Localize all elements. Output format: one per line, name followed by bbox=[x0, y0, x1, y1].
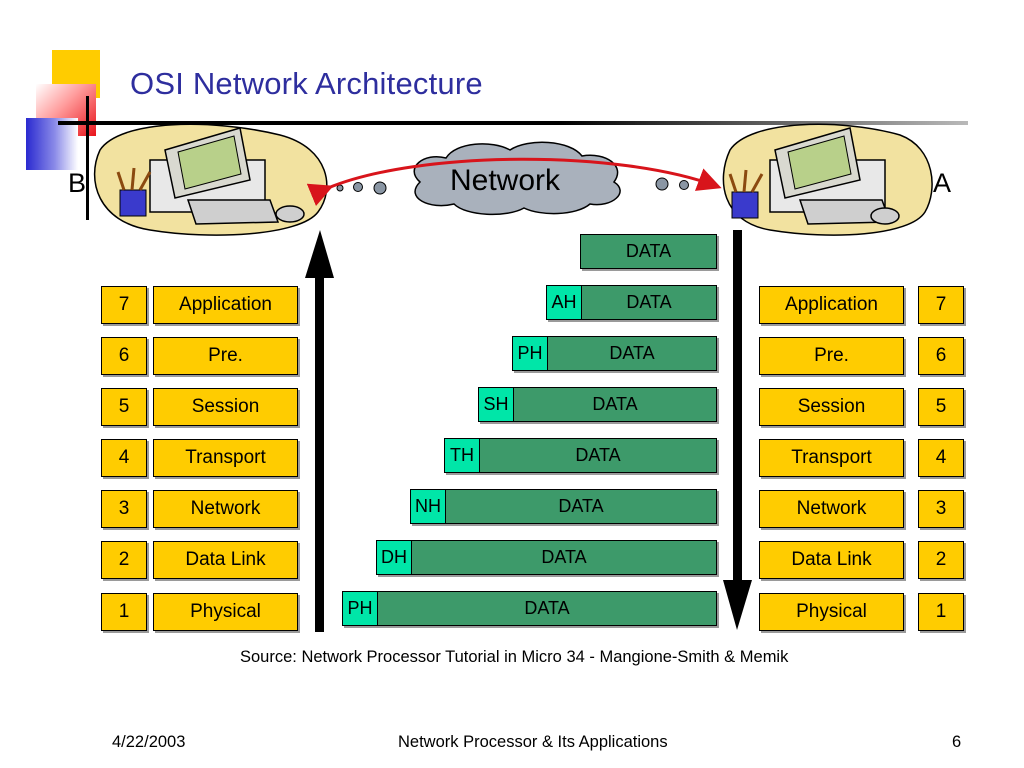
host-a-label: A bbox=[933, 168, 952, 198]
encap-data-cell: DATA bbox=[581, 235, 716, 268]
title-vertical-rule bbox=[86, 96, 89, 220]
encap-data-cell: DATA bbox=[514, 388, 716, 421]
left-layer-7-name: Application bbox=[153, 286, 298, 324]
encap-header-cell: AH bbox=[547, 286, 582, 319]
network-label: Network bbox=[450, 164, 561, 197]
left-layer-3-number: 3 bbox=[101, 490, 147, 528]
right-layer-2-number: 2 bbox=[918, 541, 964, 579]
encap-data-cell: DATA bbox=[446, 490, 716, 523]
left-layer-1-name: Physical bbox=[153, 593, 298, 631]
encap-data-cell: DATA bbox=[480, 439, 716, 472]
computer-icon-b bbox=[93, 123, 328, 236]
right-layer-7-number: 7 bbox=[918, 286, 964, 324]
encap-bar-physical: PH DATA bbox=[342, 591, 717, 626]
left-layer-2-name: Data Link bbox=[153, 541, 298, 579]
left-layer-4-number: 4 bbox=[101, 439, 147, 477]
slide-title: OSI Network Architecture bbox=[130, 66, 483, 101]
encap-data-cell: DATA bbox=[378, 592, 716, 625]
encap-data-cell: DATA bbox=[548, 337, 716, 370]
right-layer-1-name: Physical bbox=[759, 593, 904, 631]
up-arrow bbox=[305, 230, 334, 632]
left-layer-1-number: 1 bbox=[101, 593, 147, 631]
encap-bar-ph: PH DATA bbox=[512, 336, 717, 371]
encap-bar-dh: DH DATA bbox=[376, 540, 717, 575]
down-arrow bbox=[723, 230, 752, 630]
encap-header-cell: NH bbox=[411, 490, 446, 523]
computer-icon-a bbox=[722, 123, 933, 236]
left-layer-5-name: Session bbox=[153, 388, 298, 426]
encap-bar-ah: AH DATA bbox=[546, 285, 717, 320]
encap-bar-sh: SH DATA bbox=[478, 387, 717, 422]
host-b-label: B bbox=[68, 168, 87, 198]
encap-data-cell: DATA bbox=[412, 541, 716, 574]
right-layer-3-number: 3 bbox=[918, 490, 964, 528]
encap-header-cell: PH bbox=[513, 337, 548, 370]
slide-number: 6 bbox=[952, 733, 962, 751]
left-layer-5-number: 5 bbox=[101, 388, 147, 426]
encap-header-cell: PH bbox=[343, 592, 378, 625]
left-layer-2-number: 2 bbox=[101, 541, 147, 579]
title-underline bbox=[58, 121, 968, 125]
encap-header-cell: DH bbox=[377, 541, 412, 574]
encap-header-cell: SH bbox=[479, 388, 514, 421]
encap-header-cell: TH bbox=[445, 439, 480, 472]
encap-data-cell: DATA bbox=[582, 286, 716, 319]
right-layer-6-name: Pre. bbox=[759, 337, 904, 375]
encap-bar-th: TH DATA bbox=[444, 438, 717, 473]
right-layer-3-name: Network bbox=[759, 490, 904, 528]
title-deco-blue bbox=[26, 118, 78, 170]
encap-bar-data: DATA bbox=[580, 234, 717, 269]
right-layer-1-number: 1 bbox=[918, 593, 964, 631]
footer-title: Network Processor & Its Applications bbox=[398, 733, 668, 751]
footer-date: 4/22/2003 bbox=[112, 733, 186, 751]
left-layer-6-name: Pre. bbox=[153, 337, 298, 375]
encap-bar-nh: NH DATA bbox=[410, 489, 717, 524]
network-connection-arrow bbox=[306, 157, 722, 206]
right-layer-4-name: Transport bbox=[759, 439, 904, 477]
right-layer-7-name: Application bbox=[759, 286, 904, 324]
left-layer-7-number: 7 bbox=[101, 286, 147, 324]
right-layer-2-name: Data Link bbox=[759, 541, 904, 579]
left-layer-3-name: Network bbox=[153, 490, 298, 528]
left-layer-4-name: Transport bbox=[153, 439, 298, 477]
left-layer-6-number: 6 bbox=[101, 337, 147, 375]
right-layer-5-name: Session bbox=[759, 388, 904, 426]
source-citation: Source: Network Processor Tutorial in Mi… bbox=[240, 648, 789, 666]
right-layer-4-number: 4 bbox=[918, 439, 964, 477]
right-layer-5-number: 5 bbox=[918, 388, 964, 426]
right-layer-6-number: 6 bbox=[918, 337, 964, 375]
